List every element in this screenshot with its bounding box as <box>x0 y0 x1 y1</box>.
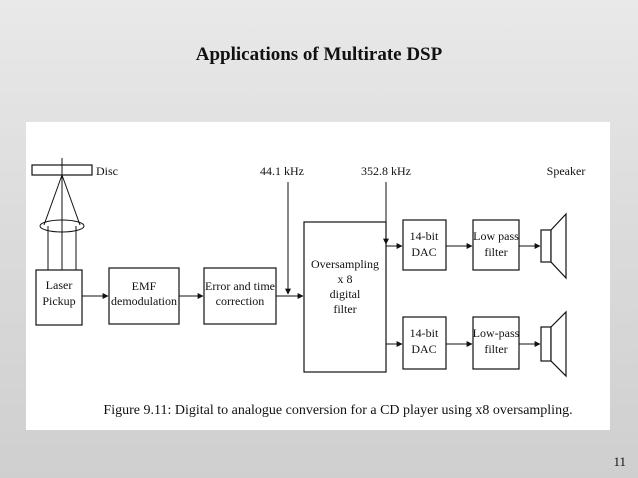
block-oversampling-filter <box>303 221 387 373</box>
laser-pickup-label-2: Pickup <box>42 294 75 308</box>
page-number: 11 <box>613 454 626 469</box>
emf-label-2: demodulation <box>111 294 177 308</box>
cd-player-diagram: Disc Laser Pickup EMF demodulation Error… <box>31 158 586 418</box>
freq-352-8-label: 352.8 kHz <box>361 164 411 178</box>
block-filter-bottom <box>472 316 520 370</box>
oversampling-label-4: filter <box>333 302 356 316</box>
laser-beam <box>39 174 85 270</box>
oversampling-label-2: x 8 <box>338 272 353 286</box>
oversampling-label-1: Oversampling <box>311 257 379 271</box>
block-filter-top <box>472 219 520 271</box>
filter-top-label-2: filter <box>484 245 507 259</box>
block-error-correction <box>203 267 277 325</box>
oversampling-label-3: digital <box>330 287 361 301</box>
filter-top-label-1: Low pass <box>473 229 519 243</box>
disc-label: Disc <box>96 164 118 178</box>
error-label-1: Error and time <box>205 279 275 293</box>
lens-icon <box>39 219 85 233</box>
block-dac-bottom <box>402 316 447 370</box>
dac-top-label-1: 14-bit <box>410 229 439 243</box>
dac-bottom-label-1: 14-bit <box>410 326 439 340</box>
filter-bottom-label-1: Low-pass <box>473 326 520 340</box>
block-emf-demodulation <box>108 267 180 325</box>
dac-top-label-2: DAC <box>411 245 436 259</box>
laser-pickup-label-1: Laser <box>46 278 73 292</box>
block-dac-top <box>402 219 447 271</box>
figure-panel: Disc Laser Pickup EMF demodulation Error… <box>26 122 610 430</box>
error-label-2: correction <box>216 294 265 308</box>
disc <box>31 158 93 270</box>
figure-caption: Figure 9.11: Digital to analogue convers… <box>103 403 572 418</box>
slide-title: Applications of Multirate DSP <box>195 44 443 65</box>
speaker-label: Speaker <box>547 164 586 178</box>
block-laser-pickup <box>35 269 83 326</box>
filter-bottom-label-2: filter <box>484 342 507 356</box>
freq-44-1-label: 44.1 kHz <box>260 164 304 178</box>
speaker-top-icon <box>540 212 567 280</box>
dac-bottom-label-2: DAC <box>411 342 436 356</box>
emf-label-1: EMF <box>132 279 157 293</box>
speaker-bottom-icon <box>540 310 567 378</box>
